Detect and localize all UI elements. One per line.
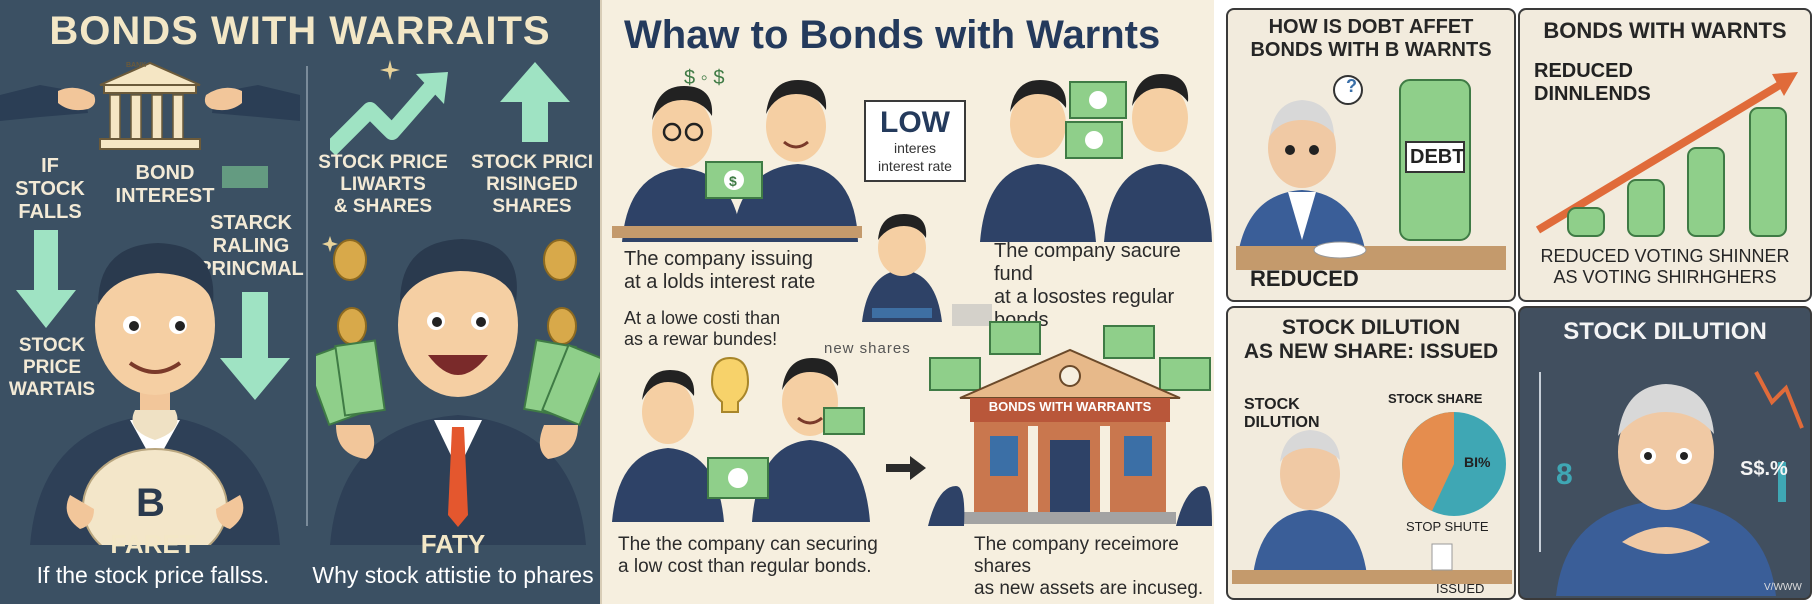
low-sign-word: LOW [880,106,950,139]
card-dilution2-title: STOCK DILUTION [1563,318,1767,345]
label-starck-raling: STARCK RALING PRINCMAL [198,212,304,280]
businessman-cash-illustration [316,239,600,545]
panel2-title: Whaw to Bonds with Warnts [624,13,1161,57]
arrow-up-icon [500,62,570,142]
stop-shute-label: STOP SHUTE [1406,519,1489,534]
label-stock-price-liwarts: STOCK PRICE LIWARTS & SHARES [318,152,448,217]
building-sign: BONDS WITH WARRANTS [988,399,1152,414]
caption-faty: FATY [420,529,486,559]
sparkle-icon [380,60,400,80]
label-if-stock-falls: IF STOCK FALLS [15,155,85,223]
arrow-down-icon [16,230,76,328]
reduced-voting-label: REDUCED VOTING SHINNER AS VOTING SHIRHGH… [1540,246,1790,287]
caption-faret-sub: If the stock price fallss. [36,562,270,588]
reduced-dividends-label: REDUCED DINNLENDS [1534,60,1651,105]
text-company-issuing: The company issuing at a lolds interest … [624,248,816,293]
bank-sign: BANK [126,62,147,69]
bonds-bank-building-illustration [928,321,1212,526]
worried-man-debt-illustration [1236,75,1506,270]
card-stock-dilution-worried: STOCK DILUTION 8 S$.% V/WWW [1518,306,1812,600]
stock-share-label: STOCK SHARE [1388,391,1483,406]
businessman-moneybag-illustration [30,243,280,545]
card-debt: HOW IS DOBT AFFET BONDS WITH B WARNTS ? … [1226,8,1516,302]
blurred-note [222,166,268,188]
low-interest-sign: LOW interes interest rate [864,100,966,182]
arrow-right-icon [886,456,926,480]
card-debt-title: HOW IS DOBT AFFET BONDS WITH B WARNTS [1250,16,1492,61]
text-new-shares: new shares [824,340,911,357]
signature: V/WWW [1764,582,1802,593]
panel1-title: BONDS WITH WARRAITS [49,9,551,53]
card-reduced-dividends: BONDS WITH WARNTS REDUCED DINNLENDS REDU… [1518,8,1812,302]
reduced-label: REDUCED [1250,266,1359,291]
low-sign-line3: interest rate [878,158,952,174]
text-lower-cost: At a lowe costi than as a rewar bundes! [624,308,781,349]
funding-exchange-illustration [980,74,1212,242]
trend-up-arrow-icon [330,72,448,156]
card-dividends-title: BONDS WITH WARNTS [1543,18,1787,43]
pie-label: BI% [1464,454,1491,470]
panel-effects-quad: HOW IS DOBT AFFET BONDS WITH B WARNTS ? … [1214,0,1820,604]
worried-investor-illustration [1539,371,1804,596]
dilution-pie-illustration [1232,412,1512,584]
panel-bonds-with-warrants: BONDS WITH WARRAITS BANK IF STOCK FALLS … [0,0,600,604]
businessmen-exchange-illustration: $ ◦ $ $ [612,67,862,242]
debt-label: DEBT [1410,146,1465,168]
low-sign-line2: interes [893,140,937,156]
bank-handshake-illustration [0,61,300,150]
card-dilution-title: STOCK DILUTION AS NEW SHARE: ISSUED [1243,316,1499,364]
stock-dilution-label: STOCK DILUTION [1244,396,1320,432]
idea-handshake-illustration [612,356,870,522]
svg-text:$ ◦ $: $ ◦ $ [684,67,724,89]
caption-faty-sub: Why stock attistie to phares [312,562,594,588]
issued-label: ISSUED [1436,581,1485,596]
arrow-down-icon [220,292,290,400]
thinking-businessman-illustration [862,214,942,322]
coin-stack-growth-chart [1535,72,1798,237]
panel1-divider [306,66,308,526]
question-bubble: ? [1346,76,1357,96]
text-secure-fund: The company sacure fund at a losostes re… [994,240,1181,331]
label-bond-interest: BOND INTEREST [115,162,215,207]
number-eight: 8 [1556,458,1573,491]
percent-label: S$.% [1740,458,1788,480]
text-receive-shares: The company receimore shares as new asse… [974,534,1204,599]
text-low-cost: The the company can securing a low cost … [618,534,878,577]
blurred-note [952,304,992,326]
bag-letter: B [136,481,165,525]
card-stock-dilution-shares: STOCK DILUTION AS NEW SHARE: ISSUED STOC… [1226,306,1516,600]
panel-how-bonds-with-warrants: Whaw to Bonds with Warnts $ ◦ $ $ LOW in… [600,0,1214,604]
label-stock-price-wartais: STOCK PRICE WARTAIS [8,335,96,400]
label-stock-pric-rising: STOCK PRICI RISINGED SHARES [470,152,594,217]
svg-text:$: $ [729,173,737,189]
caption-faret: FARET [110,529,196,559]
